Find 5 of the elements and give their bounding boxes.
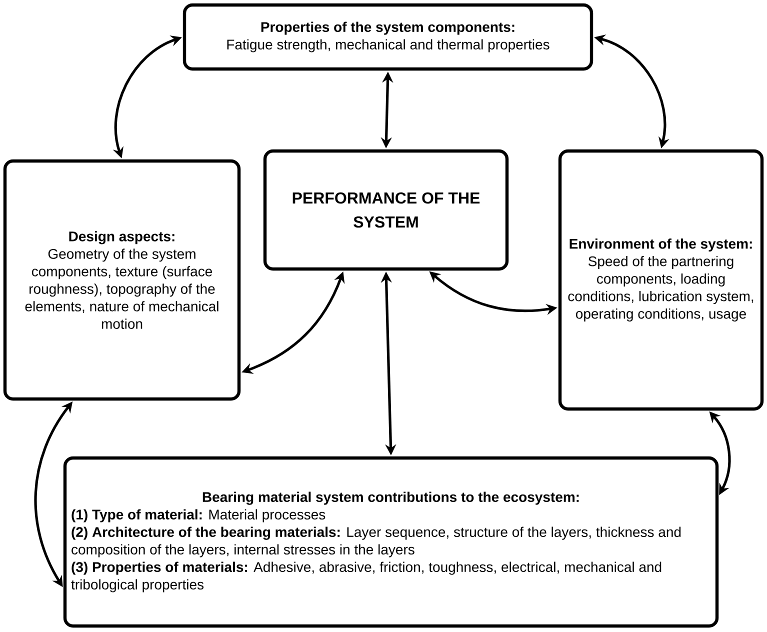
performance-box: PERFORMANCE OF THE SYSTEM bbox=[263, 149, 509, 271]
environment-box: Environment of the system: Speed of the partnering components, loading conditions, lubrication system, operating conditions, usage bbox=[558, 149, 764, 411]
properties-box: Properties of the system components: Fatigue strength, mechanical and thermal properties bbox=[182, 3, 594, 71]
design-box: Design aspects: Geometry of the system components, texture (surface roughness), topography of the elements, nature of mechanical motion bbox=[3, 159, 241, 401]
contributions-box: Bearing material system contributions to the ecosystem: (1) Type of material: Material processes (2) Architecture of the bearing materials: Layer sequence, structure of the layers, thickness and composition of the layers, internal stresses in the layers (3) Properties of materials: Adhesive, abrasive, friction, toughness, electrical, mechanical and tribological properties bbox=[63, 456, 719, 628]
